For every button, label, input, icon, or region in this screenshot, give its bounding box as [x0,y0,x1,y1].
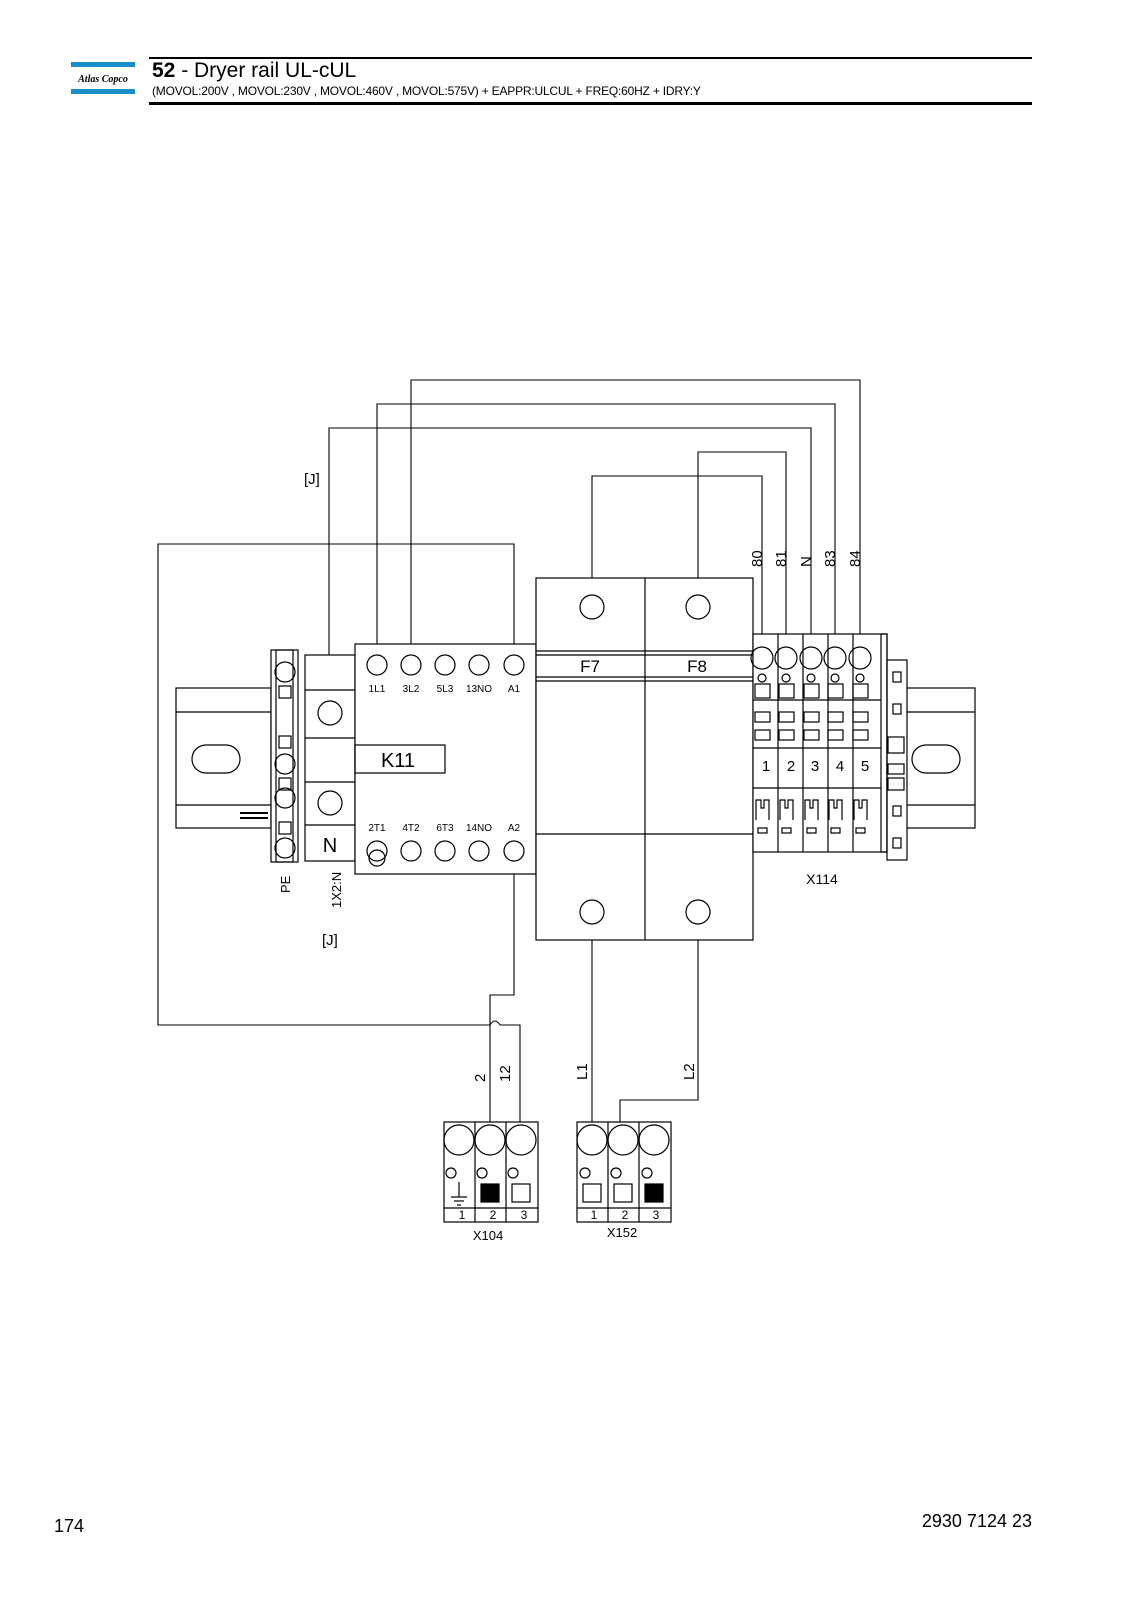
x114-terminal-2: 2 [787,758,795,775]
k11-terminal-a1: A1 [508,684,521,695]
x104-wire-label-12: 12 [497,1065,514,1082]
x152-wire-label-l1: L1 [574,1063,591,1080]
section-number: 52 [152,59,176,82]
din-rail-left [175,687,272,829]
wire-label-81: 81 [773,550,790,567]
x114-terminals [753,634,881,852]
neutral-terminal-block: N [304,654,356,862]
x152-terminal-2: 2 [622,1208,629,1222]
page-number: 174 [54,1516,85,1536]
header-rule-bottom [149,102,1032,105]
x114-label: X114 [806,871,838,887]
fuse-f7-label: F7 [580,657,600,676]
x114-screw-row [750,646,872,834]
x104-terminal-3: 3 [521,1208,528,1222]
wire-label-n: N [798,556,815,567]
din-rail-right [904,687,976,829]
fuse-holders: F7 F8 [535,577,754,941]
k11-terminal-4t2: 4T2 [402,823,420,834]
wire-label-84: 84 [847,550,864,567]
contactor-k11: 1L1 3L2 5L3 13NO A1 K11 2T1 4T2 6T3 14NO… [354,643,537,875]
connector-x104: 1 2 3 X104 2 12 [443,1065,539,1243]
section-title: - Dryer rail UL-cUL [175,59,357,82]
k11-terminal-a2: A2 [508,823,521,834]
tag-j-bottom: [J] [322,932,338,949]
svg-text:Atlas Copco: Atlas Copco [77,74,128,85]
x104-terminal-1: 1 [459,1208,466,1222]
neutral-symbol: N [323,835,337,857]
wire-label-83: 83 [822,550,839,567]
header-rule-top [149,57,1032,59]
x104-label: X104 [473,1228,503,1243]
document-number: 2930 7124 23 [921,1511,1032,1531]
k11-terminal-13no: 13NO [466,684,492,695]
page-title: 52 - Dryer rail UL-cUL [152,59,356,83]
terminal-block-x114: 1 2 3 4 5 X114 [750,633,908,887]
tag-j-top: [J] [304,471,320,488]
k11-terminal-14no: 14NO [466,823,492,834]
x114-terminal-1: 1 [762,758,770,775]
x152-terminal-3: 3 [653,1208,660,1222]
atlas-copco-logo: Atlas Copco [71,62,135,94]
x114-terminal-5: 5 [861,758,869,775]
pe-terminal-block [240,649,299,863]
wire-label-80: 80 [749,550,766,567]
x104-terminal-2: 2 [490,1208,497,1222]
k11-terminal-1l1: 1L1 [369,684,386,695]
x114-wire-labels: 80 81 N 83 84 [749,550,864,567]
x104-wire-label-2: 2 [472,1074,489,1082]
fuse-f8-label: F8 [687,657,707,676]
k11-label: K11 [381,750,415,772]
x152-wire-label-l2: L2 [681,1063,698,1080]
neutral-terminal-label: 1X2:N [329,872,344,908]
x114-terminal-4: 4 [836,758,844,775]
k11-terminal-5l3: 5L3 [437,684,454,695]
wires [157,379,861,1140]
k11-terminal-2t1: 2T1 [368,823,386,834]
pe-label: PE [278,875,293,893]
k11-terminal-3l2: 3L2 [403,684,420,695]
connector-x152: 1 2 3 X152 L1 L2 [574,1063,698,1240]
x152-terminal-1: 1 [591,1208,598,1222]
x114-terminal-3: 3 [811,758,819,775]
page-subtitle: (MOVOL:200V , MOVOL:230V , MOVOL:460V , … [152,84,701,98]
k11-terminal-6t3: 6T3 [436,823,454,834]
x152-label: X152 [607,1225,637,1240]
ground-icon [451,1182,467,1206]
